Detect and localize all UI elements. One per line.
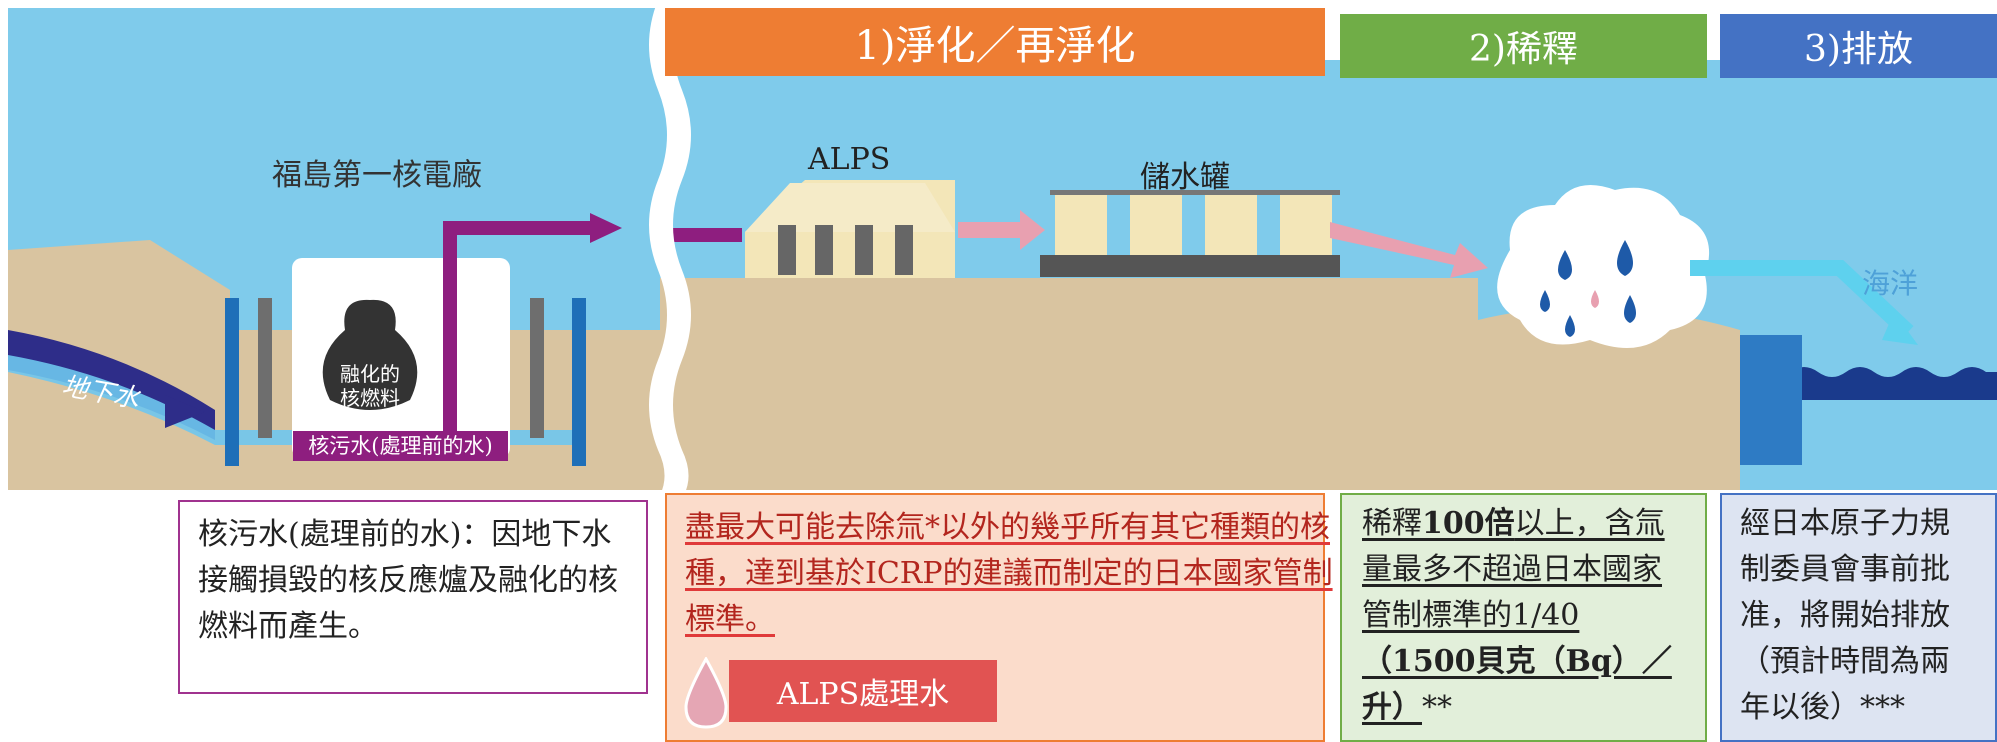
pipe-arrowhead (590, 213, 622, 243)
melted-fuel-line1: 融化的 (340, 362, 400, 386)
ground-right (660, 278, 1478, 490)
alps-window (815, 225, 833, 275)
barrier-wall (258, 298, 272, 438)
shore (1478, 307, 1740, 490)
dilute-text-pre: 稀釋 (1362, 506, 1422, 541)
stage-discharge-title: 3)排放 (1804, 29, 1913, 70)
tank-base (1040, 255, 1340, 277)
tanks-label: 儲水罐 (1140, 160, 1230, 195)
groundwater-arrowhead (165, 395, 205, 428)
dilute-text-mid: 以上，含氚量最多不超過日本國家管制標準的1/40 (1362, 506, 1665, 633)
outlet-pipe (443, 221, 590, 432)
melted-fuel-label: 融化的 核燃料 (330, 362, 410, 410)
storage-tank (1055, 192, 1107, 255)
barrier-wall (530, 298, 544, 438)
dilute-box: 稀釋100倍以上，含氚量最多不超過日本國家管制標準的1/40 （1500貝克（Bq… (1340, 493, 1707, 742)
alps-label: ALPS (808, 142, 891, 177)
barrier-wall (572, 298, 586, 466)
contaminated-water-desc: 核污水(處理前的水)：因地下水接觸損毀的核反應爐及融化的核燃料而產生。 (198, 517, 618, 644)
alps-water-drop-icon (681, 655, 731, 729)
treatment-scene (660, 60, 1997, 490)
pink-arrow-to-dilution (1330, 222, 1488, 278)
alps-window (855, 225, 873, 275)
storage-tank (1130, 192, 1182, 255)
inlet-pipe (660, 228, 742, 242)
discharge-desc: 經日本原子力規制委員會事前批准，將開始排放（預計時間為兩年以後）*** (1740, 506, 1950, 725)
melted-fuel-line2: 核燃料 (340, 386, 400, 410)
water-drop-icon (1558, 250, 1572, 280)
dilute-desc: 稀釋100倍以上，含氚量最多不超過日本國家管制標準的1/40 （1500貝克（Bq… (1362, 506, 1672, 725)
water-drop-icon (1624, 295, 1636, 323)
contaminated-water-label: 核污水(處理前的水) (308, 434, 493, 458)
ocean-label: 海洋 (1862, 267, 1919, 300)
tritium-drop-icon (1591, 290, 1599, 308)
alps-window (895, 225, 913, 275)
tank-rail (1050, 190, 1340, 195)
water-channel (8, 355, 580, 445)
dilute-note-mark: ** (1422, 690, 1452, 725)
contaminated-water-box: 核污水(處理前的水)：因地下水接觸損毀的核反應爐及融化的核燃料而產生。 (178, 500, 648, 694)
contaminated-water-bar (293, 431, 508, 461)
discharge-arrow (1690, 260, 1914, 338)
alps-window (778, 225, 796, 275)
water-drop-icon (1565, 315, 1575, 337)
plant-scene (8, 8, 668, 490)
pink-arrow (958, 210, 1045, 250)
stage-purify-title: 1)淨化／再淨化 (854, 23, 1136, 69)
stage-discharge-header: 3)排放 (1720, 14, 1997, 78)
alps-roof (745, 183, 955, 232)
water-drop-icon (1617, 240, 1633, 276)
purify-box: 盡最大可能去除氚*以外的幾乎所有其它種類的核種，達到基於ICRP的建議而制定的日… (665, 493, 1333, 742)
discharge-arrowhead (1882, 312, 1918, 345)
stage-dilute-title: 2)稀釋 (1469, 29, 1578, 70)
storage-tank (1205, 192, 1257, 255)
discharge-tunnel (1740, 335, 1802, 465)
dilute-limit: （1500貝克（Bq）／升） (1362, 644, 1672, 725)
stage-dilute-header: 2)稀釋 (1340, 14, 1707, 78)
alps-treated-water-badge: ALPS處理水 (729, 660, 997, 722)
scene-divider (649, 0, 691, 495)
plant-label: 福島第一核電廠 (272, 158, 482, 193)
ocean-waves (1790, 367, 1997, 400)
purify-desc: 盡最大可能去除氚*以外的幾乎所有其它種類的核種，達到基於ICRP的建議而制定的日… (685, 510, 1333, 637)
water-drop-icon (1540, 290, 1550, 312)
alps-treated-water-label: ALPS處理水 (776, 677, 950, 712)
storage-tank (1280, 192, 1332, 255)
dilution-cloud (1497, 185, 1710, 348)
stage-purify-header: 1)淨化／再淨化 (665, 8, 1325, 76)
barrier-wall (225, 298, 239, 466)
discharge-box: 經日本原子力規制委員會事前批准，將開始排放（預計時間為兩年以後）*** (1720, 493, 1997, 742)
dilute-factor: 100倍 (1422, 506, 1515, 541)
melted-fuel-icon (322, 299, 418, 410)
